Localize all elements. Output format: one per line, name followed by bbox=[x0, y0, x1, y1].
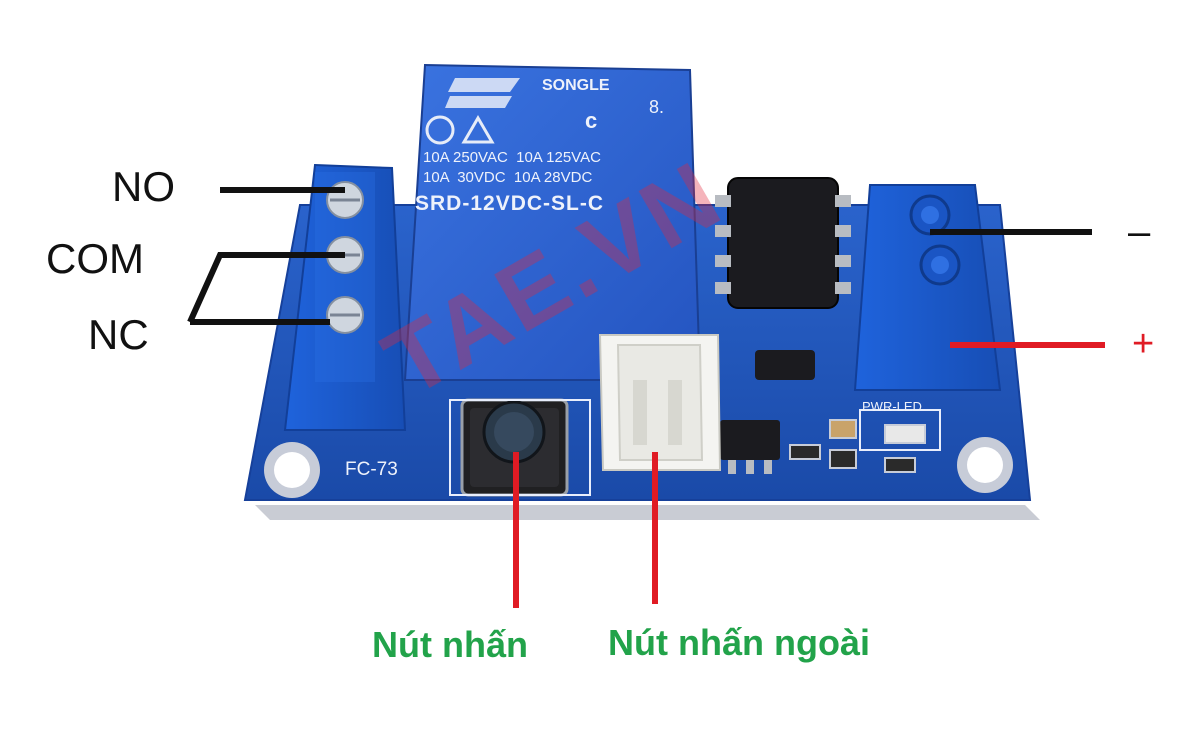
power-led bbox=[884, 424, 926, 444]
pcb-edge bbox=[255, 505, 1040, 520]
label-no: NO bbox=[112, 163, 175, 210]
terminal-screw-plus bbox=[919, 244, 961, 286]
pwr-led-outline bbox=[859, 409, 941, 451]
label-com: COM bbox=[46, 235, 144, 282]
label-nc: NC bbox=[88, 311, 149, 358]
voltage-regulator bbox=[720, 420, 780, 474]
caption-button: Nút nhấn bbox=[372, 624, 528, 665]
certification-triangle-icon bbox=[461, 115, 495, 144]
resistor-3 bbox=[884, 457, 916, 473]
ul-mark-icon: c bbox=[585, 108, 597, 133]
terminal-block-right bbox=[853, 184, 1002, 391]
resistor-2 bbox=[829, 449, 857, 469]
relay-rating-2: 10A 30VDC 10A 28VDC bbox=[423, 169, 593, 186]
pwr-led-label: PWR-LED bbox=[862, 399, 922, 414]
wire-com bbox=[187, 252, 345, 324]
relay-marks: 8. bbox=[649, 97, 665, 117]
smd-component bbox=[755, 350, 815, 380]
resistor-1 bbox=[789, 444, 821, 460]
relay-model: SRD-12VDC-SL-C bbox=[415, 192, 605, 215]
relay: c bbox=[403, 63, 702, 381]
label-minus: – bbox=[1128, 210, 1151, 254]
ic-chip bbox=[715, 177, 851, 309]
external-button-connector bbox=[598, 334, 722, 471]
relay-rating-1: 10A 250VAC 10A 125VAC bbox=[423, 149, 601, 166]
button-outline bbox=[449, 399, 591, 496]
terminal-block-left bbox=[283, 163, 407, 431]
mounting-hole-left bbox=[264, 442, 320, 498]
terminal-screw-minus bbox=[909, 194, 951, 236]
board-model: FC-73 bbox=[345, 459, 398, 480]
label-plus: + bbox=[1132, 323, 1155, 365]
mounting-hole-right bbox=[957, 437, 1013, 493]
songle-logo bbox=[448, 78, 520, 92]
caption-external-button: Nút nhấn ngoài bbox=[608, 622, 870, 663]
cqc-mark-icon bbox=[425, 115, 455, 145]
relay-brand: SONGLE bbox=[542, 77, 610, 94]
capacitor-1 bbox=[829, 419, 857, 439]
terminal-screw-nc bbox=[326, 296, 364, 334]
